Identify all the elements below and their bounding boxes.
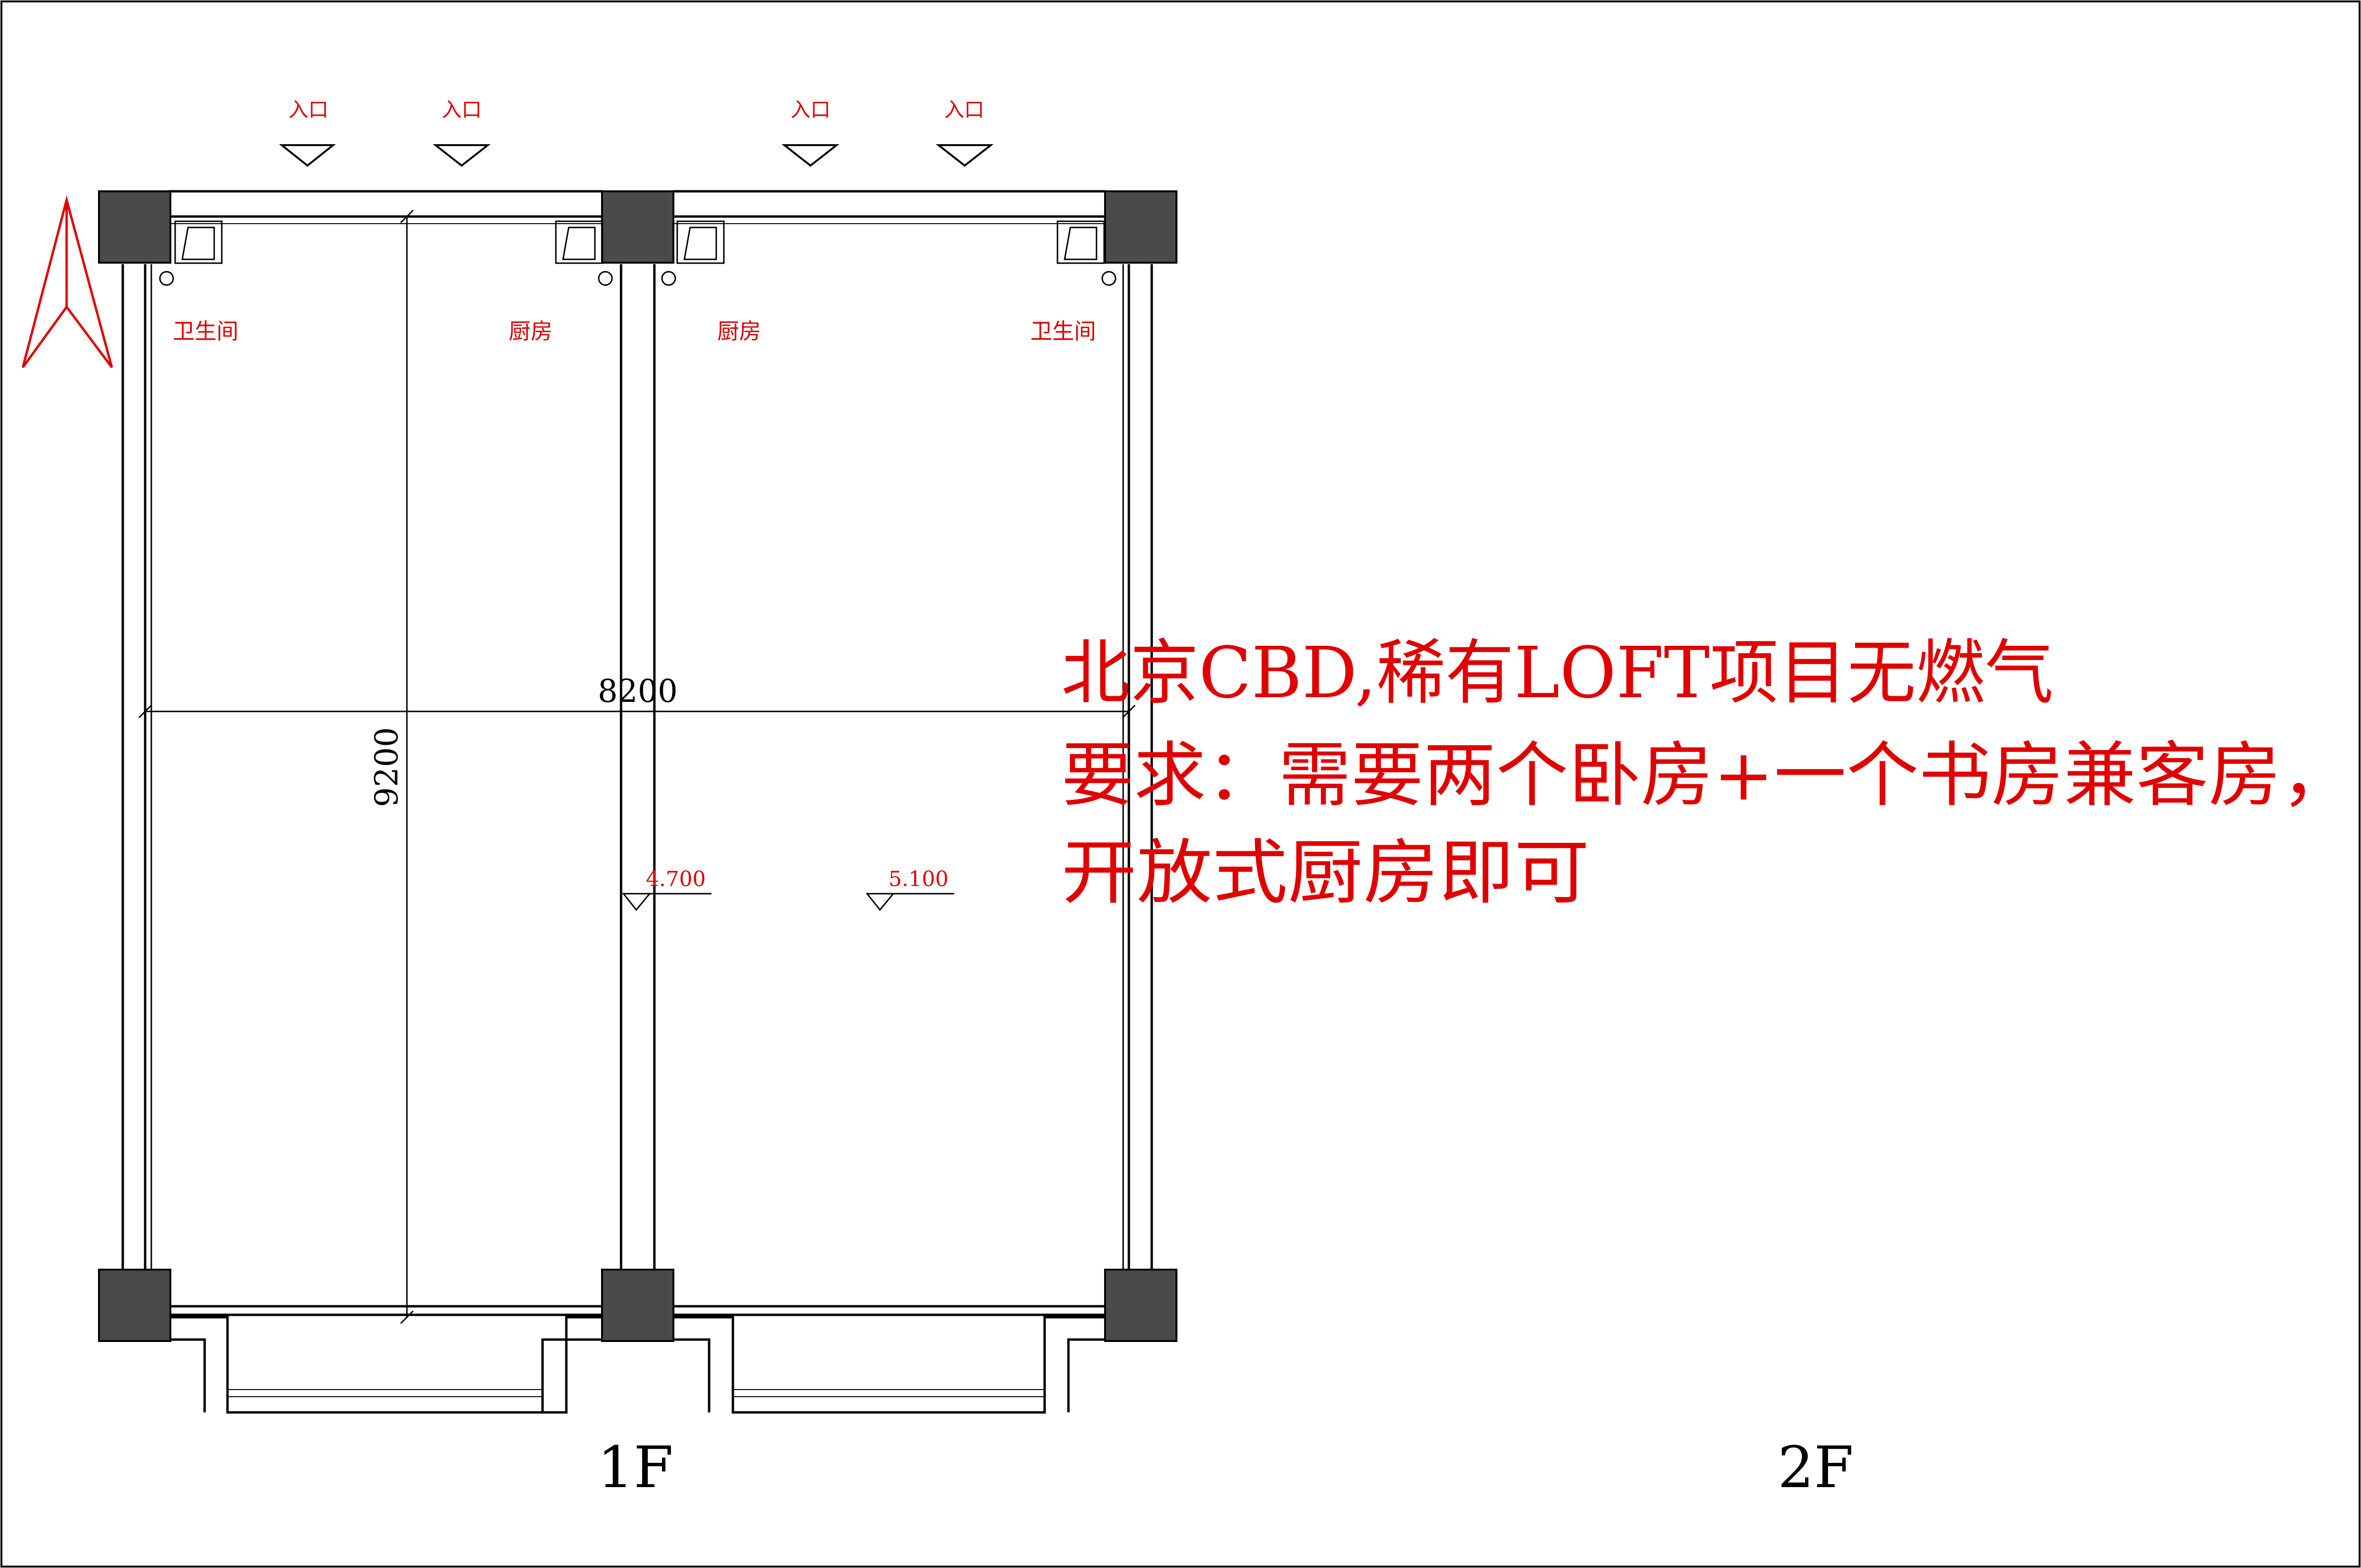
note-line-2: 要求：需要两个卧房+一个书房兼客房，	[1061, 734, 2353, 816]
entrance-markers: 入口 入口 入口 入口	[279, 98, 994, 167]
elevation-markers	[622, 893, 954, 911]
entrance-label: 入口	[288, 98, 328, 121]
floor-label-2f: 2F	[1778, 1435, 1854, 1501]
duct-shaft	[174, 220, 223, 264]
dimension-depth: 9200	[368, 727, 405, 807]
column	[601, 1269, 674, 1342]
elevation-upper: 5.100	[889, 867, 948, 891]
duct-shaft	[555, 220, 603, 264]
pipes	[159, 271, 1116, 286]
elevation-triangle-icon	[865, 893, 895, 911]
column	[98, 190, 171, 264]
elevation-triangle-icon	[622, 893, 652, 911]
room-label-bathroom-right: 卫生间	[1030, 318, 1096, 344]
floor-label-1f: 1F	[597, 1435, 673, 1501]
entrance-triangle-icon	[781, 144, 840, 167]
entrance-triangle-icon	[279, 144, 336, 167]
column	[1104, 190, 1177, 264]
project-note: 北京CBD,稀有LOFT项目无燃气 要求：需要两个卧房+一个书房兼客房， 开放式…	[1061, 632, 2353, 914]
north-arrow-icon	[21, 195, 113, 368]
room-label-kitchen-left: 厨房	[509, 318, 553, 344]
column	[98, 1269, 171, 1342]
duct-shaft	[1057, 220, 1105, 264]
room-label-kitchen-right: 厨房	[717, 318, 761, 344]
entrance-label: 入口	[442, 98, 482, 121]
room-labels: 卫生间 厨房 厨房 卫生间	[173, 318, 1096, 344]
pipe-icon	[661, 271, 676, 286]
entrance-triangle-icon	[936, 144, 994, 167]
pipe-icon	[598, 271, 613, 286]
pipe-icon	[1101, 271, 1116, 286]
duct-shafts	[174, 220, 1105, 264]
pipe-icon	[159, 271, 174, 286]
walls	[121, 190, 1153, 1316]
balconies	[169, 1316, 1105, 1414]
column	[601, 190, 674, 264]
columns	[98, 190, 1177, 1342]
dimension-width: 8200	[598, 673, 678, 710]
column	[1104, 1269, 1177, 1342]
note-line-3: 开放式厨房即可	[1061, 832, 1590, 914]
elevation-lower: 4.700	[646, 867, 706, 891]
entrance-label: 入口	[944, 98, 984, 121]
note-line-1: 北京CBD,稀有LOFT项目无燃气	[1061, 632, 2054, 714]
entrance-triangle-icon	[433, 144, 491, 167]
room-label-bathroom-left: 卫生间	[173, 318, 238, 344]
entrance-label: 入口	[790, 98, 830, 121]
dimension-lines	[138, 209, 1136, 1324]
duct-shaft	[676, 220, 725, 264]
